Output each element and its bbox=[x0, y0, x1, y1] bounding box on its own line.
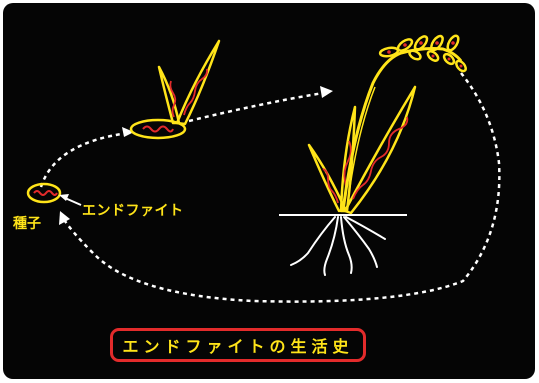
title-box: エンドファイトの生活史 bbox=[110, 328, 366, 362]
endophyte-label: エンドファイト bbox=[82, 200, 184, 220]
seedling-to-plant-arrow bbox=[189, 93, 323, 121]
life-cycle-slide: 種子 エンドファイト エンドファイトの生活史 bbox=[3, 3, 535, 379]
seed-to-seedling-arrow bbox=[41, 133, 128, 187]
life-cycle-diagram bbox=[3, 3, 535, 379]
seed-label: 種子 bbox=[13, 213, 41, 233]
seedling-seed-hyphae bbox=[143, 127, 173, 132]
arrowhead-to-seed bbox=[59, 211, 70, 225]
plant-leaf-left-hyphae bbox=[323, 169, 338, 203]
plant-leaf-left bbox=[309, 145, 345, 211]
seedling-leaf-left bbox=[159, 67, 179, 123]
diagram-title: エンドファイトの生活史 bbox=[122, 333, 353, 357]
endophyte-pointer-line bbox=[65, 198, 81, 205]
seedling-leaf-right-hyphae bbox=[184, 69, 207, 115]
roots bbox=[291, 217, 385, 275]
seed-hyphae bbox=[34, 191, 57, 195]
plant-to-seed-arrow bbox=[63, 73, 499, 302]
arrowhead-to-plant bbox=[320, 86, 333, 98]
seed-shape bbox=[28, 184, 60, 202]
